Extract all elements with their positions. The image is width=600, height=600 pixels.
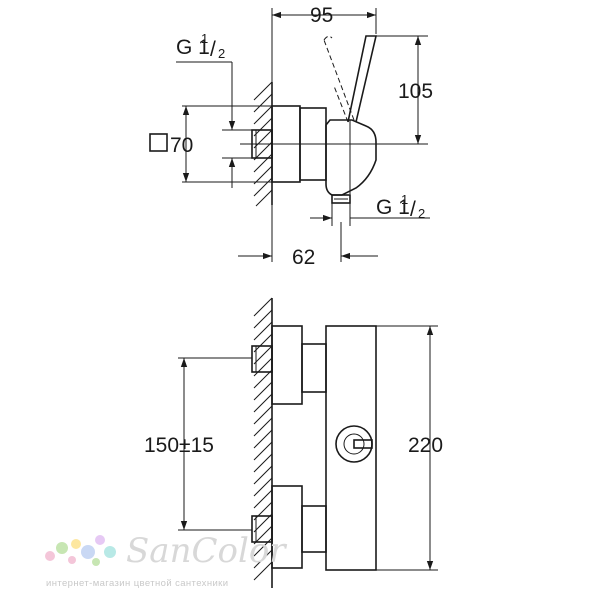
watermark-tagline: интернет-магазин цветной сантехники: [46, 578, 228, 589]
dim-height-label: 105: [398, 80, 433, 103]
svg-text:G 1: G 1: [176, 36, 210, 59]
dim-62: 62: [238, 205, 378, 269]
dim-square-70: 70: [149, 105, 272, 183]
watermark-dots-icon: [45, 535, 116, 566]
handle-knob-front: [335, 425, 373, 463]
svg-text:G 1: G 1: [376, 196, 410, 219]
watermark-dot: [45, 551, 55, 561]
thread-outlet-callout: G 1 1 / 2: [310, 192, 430, 226]
dim-centers-label: 150±15: [144, 434, 214, 457]
upper-connection-front: [251, 325, 327, 405]
svg-text:/: /: [410, 198, 416, 221]
thread-inlet-main: G 1: [176, 36, 210, 59]
top-view: 95 105 70 G 1 1 / 2: [149, 4, 433, 269]
thread-inlet-sub: 2: [218, 46, 225, 61]
square-symbol-icon: [149, 133, 168, 152]
watermark-dot: [92, 558, 100, 566]
watermark-brand: SanColor: [126, 531, 287, 571]
dim-150: 150±15: [144, 357, 252, 531]
front-view: 150±15 220: [144, 297, 443, 588]
watermark-dot: [71, 539, 81, 549]
valve-body-top: [325, 119, 377, 204]
watermark-dot: [68, 556, 76, 564]
thread-outlet-main: G 1: [376, 196, 410, 219]
dim-width-label: 95: [310, 4, 333, 27]
valve-body-front: [325, 325, 377, 571]
svg-text:/: /: [210, 38, 216, 61]
watermark-dot: [95, 535, 105, 545]
thread-inlet-callout: G 1 1 / 2: [176, 31, 252, 188]
watermark: SanColor интернет-магазин цветной сантех…: [45, 531, 287, 589]
thread-outlet-sup: 1: [401, 192, 408, 207]
dim-95: 95: [271, 4, 377, 82]
dim-105: 105: [376, 35, 433, 144]
thread-outlet-sub: 2: [418, 206, 425, 221]
dim-square-label: 70: [170, 134, 193, 157]
watermark-dot: [56, 542, 68, 554]
watermark-dot: [81, 545, 95, 559]
thread-inlet-sup: 1: [201, 31, 208, 46]
dim-220: 220: [376, 325, 443, 571]
lever-handle-top: [323, 35, 378, 123]
dim-depth-label: 62: [292, 246, 315, 269]
dim-total-height-label: 220: [408, 434, 443, 457]
watermark-dot: [104, 546, 116, 558]
